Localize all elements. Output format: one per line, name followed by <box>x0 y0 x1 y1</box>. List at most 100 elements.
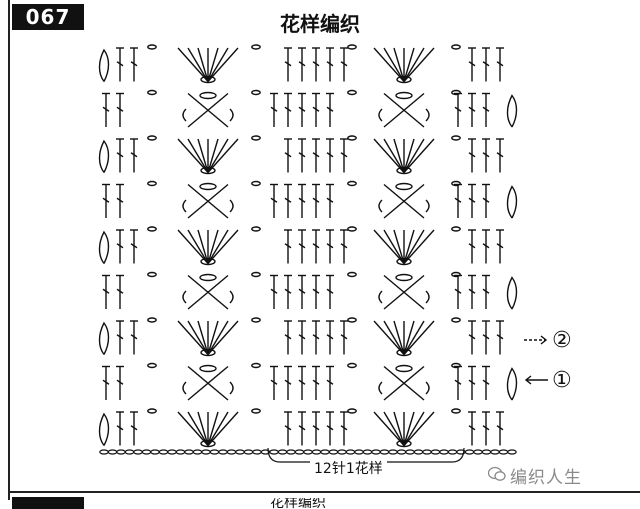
chain-stitch <box>147 180 157 187</box>
fan-stitch <box>373 229 405 264</box>
chain-stitch <box>345 449 356 455</box>
stitch-slash <box>496 425 504 431</box>
crossed-stitch <box>187 274 229 310</box>
stitch-slash <box>468 106 476 112</box>
chain-stitch <box>294 449 305 455</box>
stitch-slash <box>284 106 292 112</box>
fan-stitch <box>207 229 239 264</box>
watermark-text: 编织人生 <box>510 468 582 488</box>
fan-base <box>200 166 216 175</box>
chain-stitch <box>451 362 461 369</box>
stitch-slash <box>116 152 124 158</box>
chain-stitch <box>337 449 347 455</box>
row-marker: ② <box>524 328 572 353</box>
fan-stitch <box>187 47 209 82</box>
stitch-slash <box>270 106 278 112</box>
chain-stitch <box>251 135 261 141</box>
stitch-slash <box>284 243 292 249</box>
stitch-slash <box>468 152 476 158</box>
chain-stitch <box>388 449 398 455</box>
turning-loop <box>378 290 383 304</box>
chain-stitch <box>447 449 458 455</box>
stitch-slash <box>116 334 124 340</box>
turning-chain <box>98 412 110 446</box>
cross-top-chain <box>199 273 217 282</box>
stitch-slash <box>102 288 110 294</box>
chain-stitch <box>451 89 461 96</box>
turning-loop <box>182 199 187 213</box>
chain-stitch <box>147 226 157 232</box>
turning-chain <box>98 48 110 82</box>
wechat-logo-icon <box>488 466 506 481</box>
fan-motif <box>373 320 435 357</box>
chain-stitch <box>147 317 157 323</box>
chain-stitch <box>133 449 143 455</box>
turning-loop <box>229 108 234 122</box>
turning-loop <box>182 290 187 304</box>
fan-base <box>200 257 216 266</box>
fan-motif <box>373 138 435 175</box>
cross-top-chain <box>395 91 413 100</box>
stitch-slash <box>482 106 490 112</box>
fan-motif <box>177 229 239 266</box>
chain-stitch <box>451 44 461 50</box>
chain-stitch <box>451 226 461 232</box>
stitch-slash <box>326 334 334 340</box>
stitch-slash <box>482 334 490 340</box>
chain-stitch <box>320 449 330 455</box>
turning-chain <box>506 276 518 310</box>
chain-stitch <box>347 271 357 278</box>
stitch-slash <box>482 288 490 294</box>
crossed-stitch <box>187 365 229 401</box>
chain-stitch <box>251 180 261 187</box>
fan-motif <box>177 320 239 357</box>
stitch-slash <box>482 197 490 203</box>
stitch-slash <box>102 379 110 385</box>
fan-motif <box>177 411 239 448</box>
stitch-slash <box>340 243 348 249</box>
stitch-rows <box>98 44 518 448</box>
fan-motif <box>182 91 234 128</box>
chain-stitch <box>251 44 261 50</box>
fan-stitch <box>187 138 209 173</box>
stitch-slash <box>326 288 334 294</box>
stitch-row <box>98 44 504 84</box>
next-pattern-badge <box>12 497 84 509</box>
cross-top-chain <box>199 364 217 373</box>
fan-motif <box>182 182 234 219</box>
chain-stitch <box>451 408 461 414</box>
cross-top-chain <box>395 364 413 373</box>
stitch-slash <box>482 243 490 249</box>
stitch-slash <box>298 61 306 67</box>
stitch-slash <box>298 106 306 112</box>
fan-stitch <box>383 229 405 264</box>
chain-stitch <box>167 449 177 455</box>
crossed-stitch <box>383 365 425 401</box>
fan-stitch <box>403 229 425 264</box>
chain-stitch <box>347 226 357 232</box>
fan-stitch <box>383 320 405 355</box>
fan-stitch <box>207 138 229 173</box>
stitch-slash <box>326 379 334 385</box>
stitch-slash <box>116 425 124 431</box>
stitch-slash <box>312 425 320 431</box>
stitch-row <box>102 271 518 310</box>
fan-stitch <box>207 229 229 264</box>
stitch-row <box>102 180 518 219</box>
cross-top-chain <box>395 182 413 191</box>
chain-stitch <box>141 449 152 455</box>
chain-stitch <box>158 449 169 455</box>
fan-stitch <box>207 138 239 173</box>
chain-stitch <box>430 449 441 455</box>
fan-motif <box>373 229 435 266</box>
fan-stitch <box>403 138 435 173</box>
turning-loop <box>425 199 430 213</box>
turning-loop <box>229 199 234 213</box>
stitch-slash <box>116 197 124 203</box>
fan-stitch <box>177 411 209 446</box>
next-pattern-title: 花样编织 <box>270 498 326 509</box>
chain-stitch <box>498 449 509 455</box>
chain-stitch <box>490 449 500 455</box>
fan-stitch <box>207 320 229 355</box>
fan-motif <box>378 273 430 310</box>
